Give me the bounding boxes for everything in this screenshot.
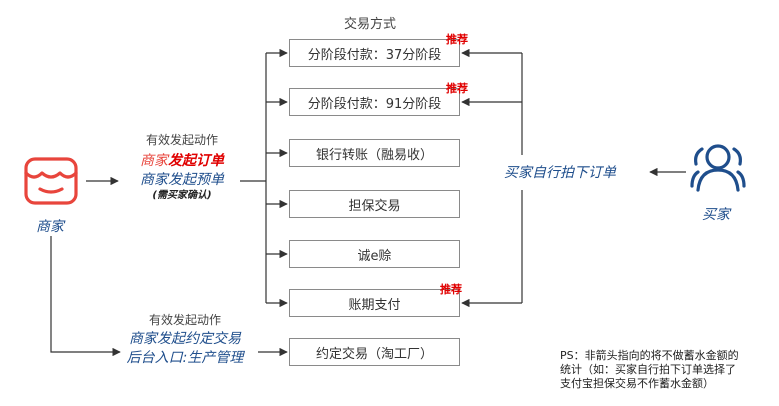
recommend-badge: 推荐 (446, 33, 468, 46)
action-group-1-title: 有效发起动作 (145, 133, 218, 147)
buyer-label: 买家 (702, 207, 730, 223)
action-line1-highlight: 发起订单 (168, 153, 224, 169)
ps-note: PS：非箭头指向的将不做蓄水金额的 统计（如：买家自行拍下订单选择了 支付宝担保… (560, 349, 772, 391)
action-group-2-line1: 商家发起约定交易 (129, 331, 241, 347)
action-group-2-title: 有效发起动作 (148, 313, 221, 327)
method-box-term-payment: 账期支付 (289, 289, 460, 317)
method-box-escrow: 担保交易 (289, 190, 460, 218)
action-group-1: 有效发起动作 商家发起订单 商家发起预单 (需买家确认) (120, 132, 244, 202)
method-box-credit: 诚e赊 (289, 240, 460, 268)
action-line1-prefix: 商家 (140, 153, 168, 169)
recommend-badge: 推荐 (446, 82, 468, 95)
action-group-1-line2: 商家发起预单 (140, 172, 224, 188)
users-icon (690, 144, 746, 192)
action-group-2-line2: 后台入口:生产管理 (126, 350, 244, 366)
method-box-installment-91: 分阶段付款：91分阶段 (289, 88, 460, 116)
store-icon (24, 157, 78, 205)
action-group-2: 有效发起动作 商家发起约定交易 后台入口:生产管理 (112, 312, 258, 368)
ps-note-line3: 支付宝担保交易不作蓄水金额） (560, 377, 714, 390)
action-group-1-note: (需买家确认) (152, 190, 212, 201)
buyer-node (688, 140, 748, 196)
method-box-agreed-trade: 约定交易（淘工厂） (289, 338, 460, 366)
method-box-installment-37: 分阶段付款：37分阶段 (289, 39, 460, 67)
buyer-action-label: 买家自行拍下订单 (504, 160, 616, 184)
method-box-bank-transfer: 银行转账（融易收） (289, 139, 460, 167)
merchant-node (22, 155, 80, 207)
method-column-title: 交易方式 (344, 17, 397, 32)
action-group-1-line1: 商家发起订单 (120, 151, 244, 171)
ps-note-line1: PS：非箭头指向的将不做蓄水金额的 (560, 349, 739, 362)
ps-note-line2: 统计（如：买家自行拍下订单选择了 (560, 363, 736, 376)
merchant-label: 商家 (36, 219, 64, 235)
recommend-badge: 推荐 (440, 283, 462, 296)
